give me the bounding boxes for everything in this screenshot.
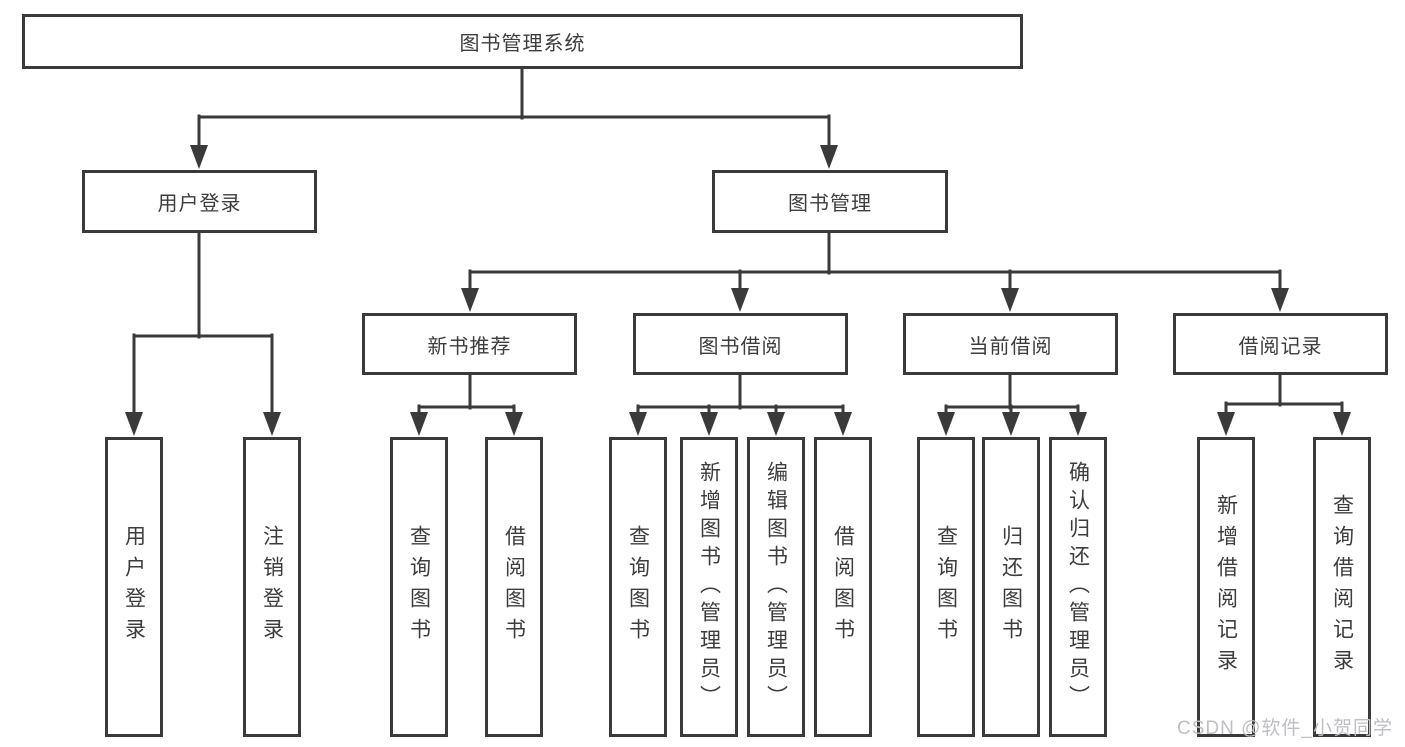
leaf-add-borrow-record: 新增借阅记录 <box>1197 437 1255 737</box>
leaf-return-book: 归还图书 <box>982 437 1040 737</box>
leaf-user-login: 用户登录 <box>105 437 163 737</box>
leaf-edit-book-admin: 编辑图书（管理员） <box>747 437 805 737</box>
watermark: CSDN @软件_小贺同学 <box>1177 718 1393 739</box>
leaf-borrow-book-2: 借阅图书 <box>814 437 872 737</box>
node-book-borrow: 图书借阅 <box>633 313 848 375</box>
leaf-query-book-3: 查询图书 <box>917 437 975 737</box>
node-current-borrow: 当前借阅 <box>903 313 1118 375</box>
node-root: 图书管理系统 <box>22 14 1023 69</box>
node-borrow-records: 借阅记录 <box>1173 313 1388 375</box>
node-user-login: 用户登录 <box>82 170 317 233</box>
node-book-management: 图书管理 <box>712 170 948 233</box>
leaf-confirm-return-admin: 确认归还（管理员） <box>1049 437 1107 737</box>
node-new-book-recommend: 新书推荐 <box>362 313 577 375</box>
leaf-query-book-1: 查询图书 <box>390 437 448 737</box>
leaf-borrow-book-1: 借阅图书 <box>485 437 543 737</box>
leaf-add-book-admin: 新增图书（管理员） <box>680 437 738 737</box>
leaf-query-borrow-record: 查询借阅记录 <box>1313 437 1371 737</box>
leaf-query-book-2: 查询图书 <box>609 437 667 737</box>
leaf-logout: 注销登录 <box>243 437 301 737</box>
